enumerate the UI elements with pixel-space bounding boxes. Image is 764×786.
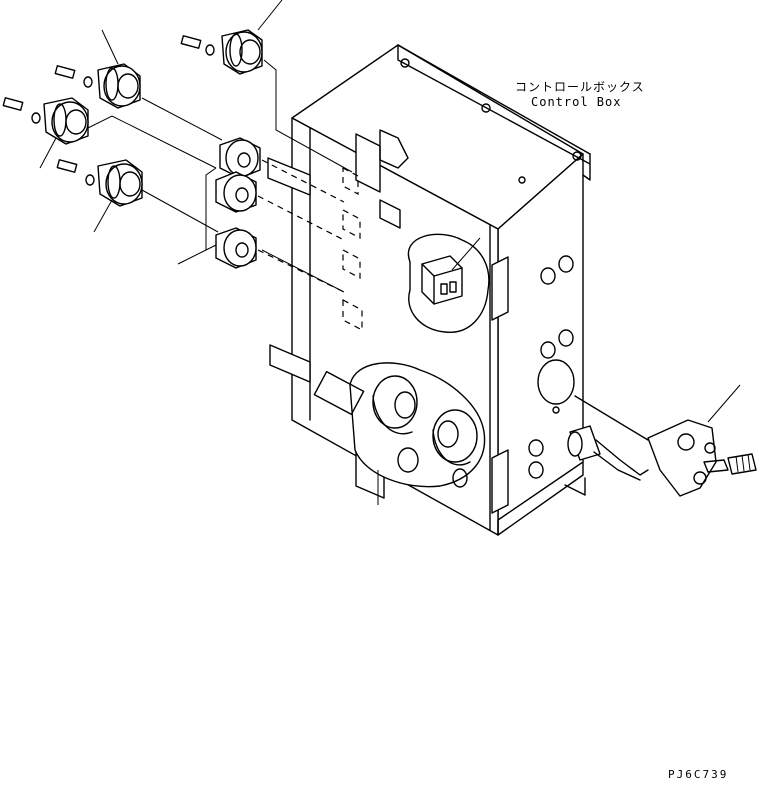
connectors [2, 0, 283, 233]
spacers [177, 137, 261, 269]
title-jp: コントロールボックス [515, 80, 645, 94]
sensor-bracket [647, 384, 757, 497]
front-face-parts [267, 129, 490, 505]
drawing-code: PJ6C739 [668, 768, 728, 781]
harness-lines [87, 59, 353, 293]
right-face-parts [491, 255, 649, 514]
title-en: Control Box [531, 95, 621, 109]
